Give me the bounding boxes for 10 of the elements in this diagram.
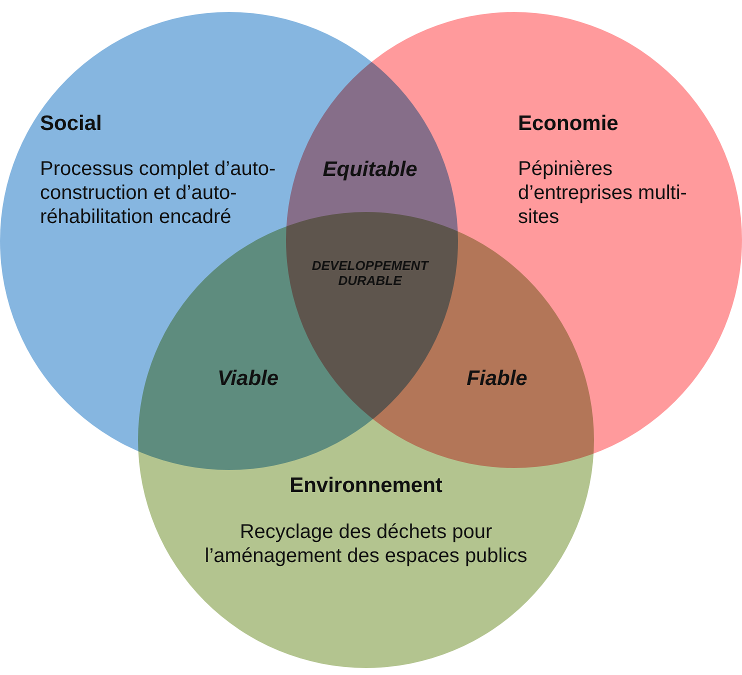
circle-heading: Economie (518, 112, 618, 136)
circle-heading: Social (40, 112, 102, 136)
overlap-label: DEVELOPPEMENT DURABLE (310, 258, 430, 288)
circle-heading: Environnement (288, 474, 444, 498)
overlap-label: Fiable (466, 367, 528, 391)
circle-description: Pépinières d’entreprises multi-sites (518, 157, 688, 229)
circle-description: Processus complet d’auto-construction et d’auto-réhabilitation encadré (40, 157, 277, 229)
overlap-label: Equitable (322, 158, 418, 182)
circle-description: Recyclage des déchets pour l’aménagement des espaces publics (204, 520, 528, 568)
overlap-label: Viable (216, 367, 280, 391)
